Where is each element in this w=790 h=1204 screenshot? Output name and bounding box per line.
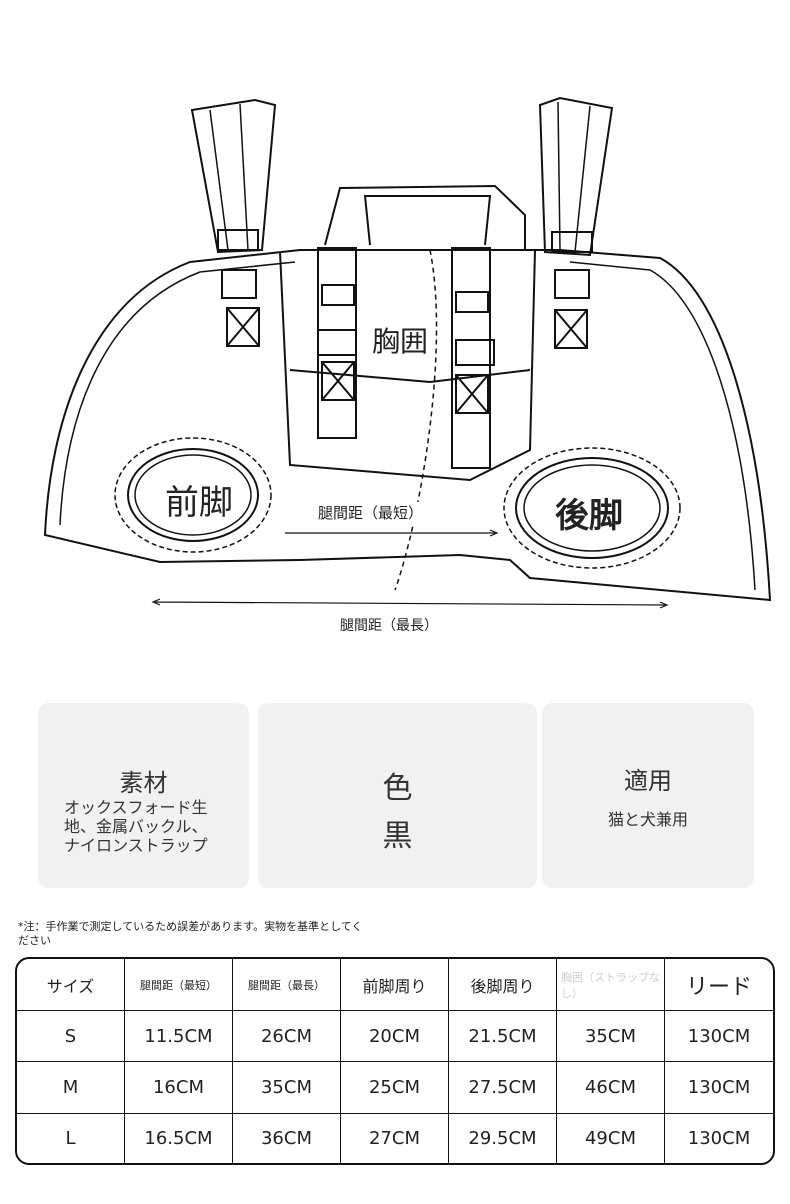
measure-arrows	[151, 529, 669, 609]
front-leg-label: 前脚	[165, 483, 233, 523]
cell: M	[17, 1062, 125, 1114]
cell: 25CM	[341, 1062, 449, 1114]
cell: L	[17, 1113, 125, 1163]
cell: 35CM	[557, 1011, 665, 1063]
cell: 36CM	[233, 1113, 341, 1163]
harness-body	[43, 249, 772, 602]
chest-buckles	[317, 247, 495, 469]
cell: 16CM	[125, 1062, 233, 1114]
size-table: サイズ 腿間距（最短） 腿間距（最長） 前脚周り 後脚周り 胸囲（ストラップなし…	[15, 957, 775, 1165]
strap-left	[190, 98, 277, 347]
material-title: 素材	[119, 769, 168, 797]
chest-panel	[279, 184, 536, 591]
color-card: 色 黒	[258, 703, 537, 888]
color-title: 色	[382, 771, 413, 806]
cell: 11.5CM	[125, 1011, 233, 1063]
measurement-note: *注：手作業で測定しているため誤差があります。実物を基準としてください	[18, 920, 363, 947]
material-card: 素材 オックスフォード生地、金属バックル、ナイロンストラップ	[38, 703, 249, 888]
cell: 27CM	[341, 1113, 449, 1163]
cell: 16.5CM	[125, 1113, 233, 1163]
color-value: 黒	[382, 819, 413, 854]
usage-text: 猫と犬兼用	[607, 810, 688, 829]
table-header-row: サイズ 腿間距（最短） 腿間距（最長） 前脚周り 後脚周り 胸囲（ストラップなし…	[17, 959, 773, 1011]
rear-leg-hole	[503, 447, 681, 569]
rear-leg-label: 後脚	[555, 496, 623, 536]
cell: S	[17, 1011, 125, 1063]
header-shortest: 腿間距（最短）	[125, 959, 233, 1011]
cell: 46CM	[557, 1062, 665, 1114]
cell: 26CM	[233, 1011, 341, 1063]
cell: 29.5CM	[449, 1113, 557, 1163]
cell: 27.5CM	[449, 1062, 557, 1114]
chest-label: 胸囲	[372, 320, 429, 360]
header-rear-leg: 後脚周り	[449, 959, 557, 1011]
header-leash: リード	[665, 959, 773, 1011]
cell: 130CM	[687, 1127, 751, 1149]
strap-right	[538, 96, 614, 349]
header-longest: 腿間距（最長）	[233, 959, 341, 1011]
material-text: オックスフォード生地、金属バックル、ナイロンストラップ	[64, 798, 208, 855]
longest-distance-label: 腿間距（最長）	[340, 618, 438, 634]
header-front-leg: 前脚周り	[341, 959, 449, 1011]
harness-diagram	[43, 96, 772, 609]
cell: 130CM	[665, 1062, 773, 1114]
cell: 49CM	[557, 1113, 665, 1163]
usage-card: 適用 猫と犬兼用	[542, 703, 754, 888]
front-leg-hole	[114, 437, 272, 553]
cell: 21.5CM	[449, 1011, 557, 1063]
header-chest: 胸囲（ストラップなし）	[557, 959, 665, 1011]
shortest-distance-label: 腿間距（最短）	[318, 502, 424, 523]
cell: 130CM	[665, 1011, 773, 1063]
cell: 20CM	[341, 1011, 449, 1063]
usage-title: 適用	[624, 767, 672, 795]
cell: 35CM	[233, 1062, 341, 1114]
header-size: サイズ	[17, 959, 125, 1011]
